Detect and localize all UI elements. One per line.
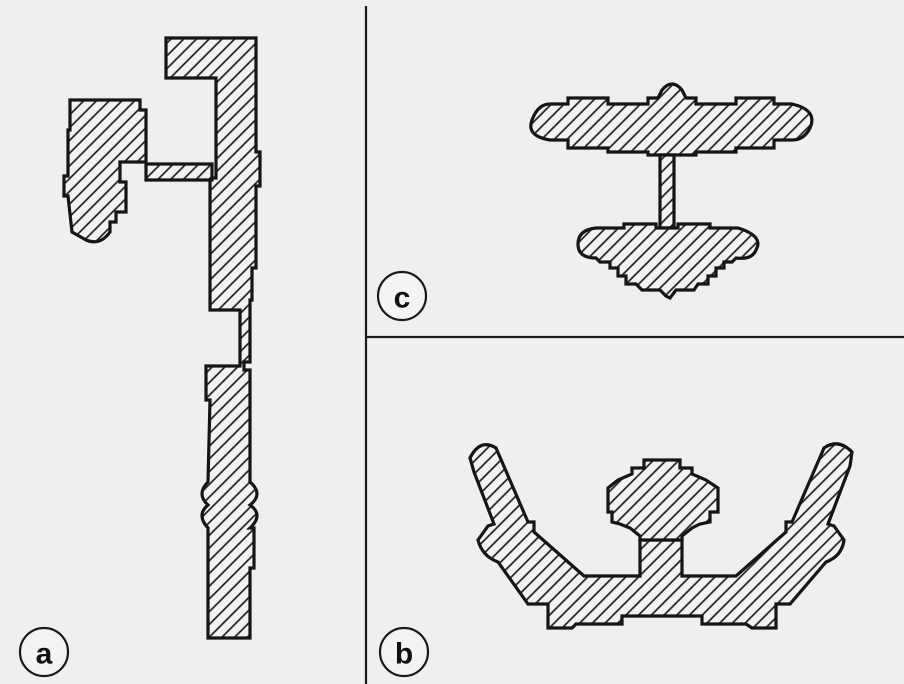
label-c-circle — [376, 270, 428, 322]
panel-c: c — [376, 82, 814, 322]
label-c: c — [394, 282, 411, 315]
plan-a-connector — [144, 162, 214, 182]
plan-a-pavilion — [62, 98, 148, 244]
label-b: b — [395, 638, 413, 671]
plan-c-upper-block — [529, 82, 814, 157]
plan-b-wings-and-base — [468, 442, 854, 630]
panel-a: a — [18, 36, 262, 678]
label-a-circle — [18, 626, 70, 678]
plan-c-lower-block — [576, 222, 760, 301]
plan-c-stem — [658, 153, 676, 230]
panel-b: b — [378, 442, 854, 678]
plan-a-main-wing — [164, 36, 262, 640]
label-a: a — [36, 638, 53, 671]
label-b-circle — [378, 626, 430, 678]
plan-b-central-room — [606, 458, 720, 542]
